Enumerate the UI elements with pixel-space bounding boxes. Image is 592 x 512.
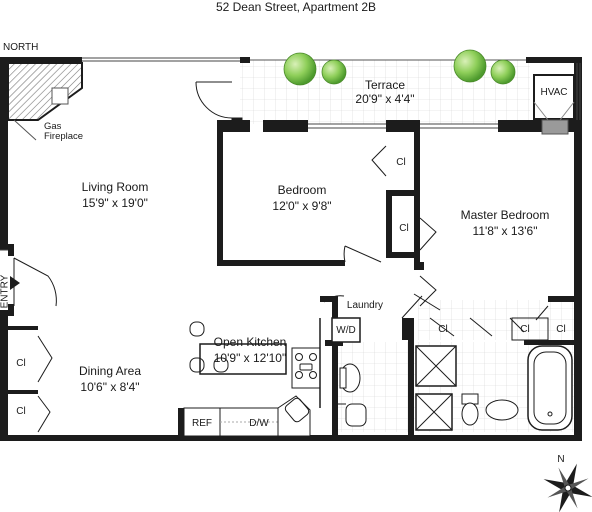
entry-door-swing (13, 257, 57, 307)
dining-closet-doors (37, 335, 53, 433)
kitchen-fixtures (183, 318, 321, 437)
entry-arrow-icon (10, 276, 20, 290)
compass-north-letter: N (557, 454, 565, 465)
gas-fireplace-drawing (7, 62, 83, 141)
terrace-door (195, 81, 243, 131)
hall-closet-doors (429, 305, 549, 341)
refrigerator-label: REF (192, 418, 212, 429)
closet-hall-2: Cl (520, 324, 530, 335)
bedroom-doors (343, 145, 441, 311)
terrace-size: 20'9" x 4'4" (355, 92, 415, 106)
dishwasher-label: D/W (249, 418, 269, 429)
living-room-name: Living Room (81, 180, 149, 194)
living-room-size: 15'9" x 19'0" (82, 196, 148, 210)
dining-area-name: Dining Area (78, 364, 142, 378)
hvac-label: HVAC (540, 87, 568, 98)
terrace-shrubs (283, 49, 516, 86)
closet-hall-1: Cl (438, 324, 448, 335)
plan-title: 52 Dean Street, Apartment 2B (215, 0, 377, 14)
bath-left-fixtures (338, 363, 367, 427)
bedroom-size: 12'0" x 9'8" (272, 199, 332, 213)
exterior-walls (0, 57, 582, 441)
closet-master: Cl (399, 223, 409, 234)
closet-bedroom: Cl (396, 157, 406, 168)
north-label: NORTH (3, 42, 39, 53)
open-kitchen-name: Open Kitchen (213, 335, 287, 349)
laundry-fixtures (323, 295, 423, 343)
fireplace-label-line1: Gas (44, 121, 62, 132)
bedroom-name: Bedroom (277, 183, 327, 197)
bath-right-fixtures (415, 345, 573, 431)
entry-label: ENTRY (0, 274, 11, 309)
closet-dining-1: Cl (16, 358, 26, 369)
master-bedroom-size: 11'8" x 13'6" (472, 224, 538, 238)
closet-hall-3: Cl (556, 324, 566, 335)
laundry-label: Laundry (346, 300, 384, 311)
hall-tiles (418, 300, 578, 340)
dining-area-size: 10'6" x 8'4" (80, 380, 140, 394)
closet-dining-2: Cl (16, 406, 26, 417)
windows (0, 57, 581, 251)
washer-dryer-label: W/D (336, 325, 356, 336)
compass-rose (543, 463, 592, 512)
terrace-name: Terrace (364, 78, 405, 92)
fireplace-label-line2: Fireplace (44, 131, 84, 142)
open-kitchen-size: 10'9" x 12'10" (213, 351, 287, 365)
master-bedroom-name: Master Bedroom (460, 208, 550, 222)
hvac-unit (533, 74, 575, 135)
